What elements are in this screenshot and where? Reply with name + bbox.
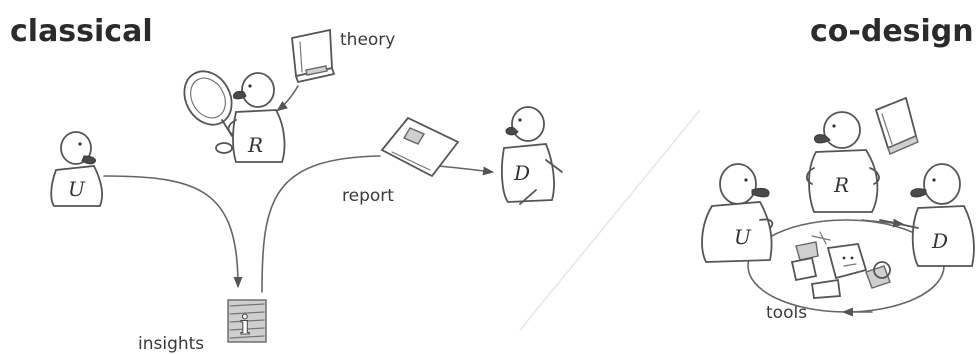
arrow-report-to-designer bbox=[438, 166, 492, 172]
arrow-user-to-insights bbox=[104, 176, 238, 286]
theory-book-icon bbox=[292, 30, 334, 82]
user-figure-left: U bbox=[51, 132, 102, 206]
line-insights-to-report bbox=[262, 156, 380, 292]
researcher-letter-right: R bbox=[833, 173, 849, 197]
insights-icon-glyph: i bbox=[240, 311, 250, 341]
magnifier-icon bbox=[175, 63, 241, 153]
user-letter-left: U bbox=[68, 177, 86, 201]
researcher-letter-left: R bbox=[247, 133, 263, 157]
designer-figure-right: D bbox=[880, 164, 974, 266]
insights-icon: i bbox=[228, 300, 266, 342]
researcher-figure-right: R bbox=[807, 112, 879, 212]
user-letter-right: U bbox=[734, 225, 752, 249]
designer-letter-right: D bbox=[931, 229, 948, 253]
designer-figure-left: D bbox=[502, 107, 562, 204]
user-figure-right: U bbox=[702, 164, 772, 262]
designer-letter-left: D bbox=[513, 161, 530, 185]
arrow-theory-to-researcher bbox=[278, 86, 298, 110]
researcher-figure-left: R bbox=[229, 73, 285, 162]
divider-line bbox=[520, 110, 700, 330]
tools-icon bbox=[792, 232, 890, 298]
co-design-book-icon bbox=[876, 98, 918, 154]
